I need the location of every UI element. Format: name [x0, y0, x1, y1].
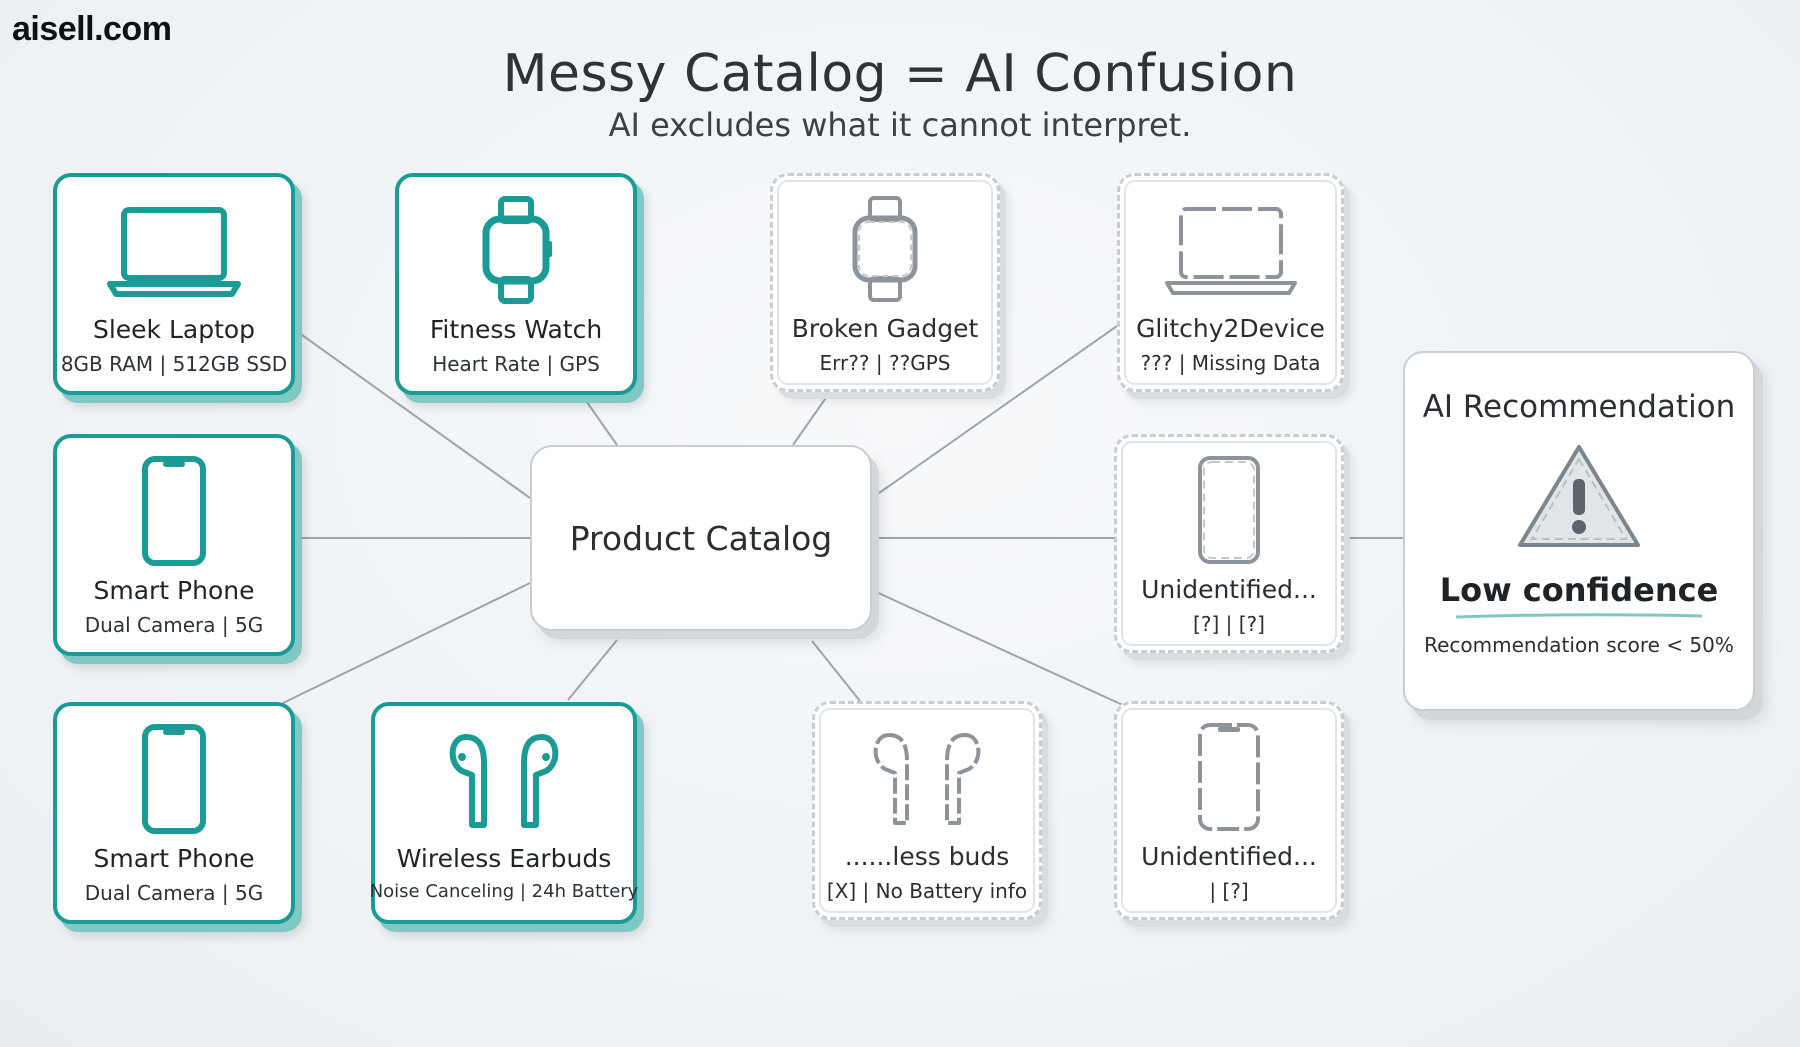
connector-line: [792, 391, 831, 446]
product-name: Unidentified...: [1141, 842, 1317, 871]
laptop-icon: [1161, 194, 1301, 304]
product-name: ......less buds: [844, 842, 1010, 871]
recommendation-score: Recommendation score < 50%: [1424, 633, 1734, 657]
product-specs: Dual Camera | 5G: [84, 613, 264, 637]
glitched-product-card[interactable]: ......less buds [X] | No Battery info: [812, 701, 1042, 920]
product-specs: Noise Canceling | 24h Battery: [369, 881, 639, 902]
product-name: Wireless Earbuds: [396, 844, 612, 873]
product-name: Smart Phone: [93, 576, 255, 605]
connector-line: [282, 582, 531, 704]
glitched-product-card[interactable]: Unidentified... | [?]: [1114, 701, 1344, 920]
product-specs: [X] | No Battery info: [826, 879, 1028, 903]
phone-icon: [139, 456, 209, 566]
page-title: Messy Catalog = AI Confusion: [502, 44, 1298, 104]
product-card[interactable]: Fitness Watch Heart Rate | GPS: [395, 173, 637, 395]
confidence-underline: [1455, 613, 1703, 619]
product-specs: | [?]: [1209, 879, 1249, 903]
product-specs: Dual Camera | 5G: [84, 881, 264, 905]
phone-icon: [1194, 722, 1264, 832]
product-name: Glitchy2Device: [1136, 314, 1325, 343]
recommendation-title: AI Recommendation: [1422, 389, 1736, 425]
product-name: Fitness Watch: [429, 315, 603, 344]
connector-line: [581, 394, 618, 446]
product-catalog-node[interactable]: Product Catalog: [530, 445, 872, 631]
product-specs: 8GB RAM | 512GB SSD: [60, 352, 288, 376]
connector-line: [567, 639, 618, 701]
connector-line: [871, 589, 1126, 707]
connector-line: [294, 329, 531, 499]
phone-icon: [139, 724, 209, 834]
product-card[interactable]: Smart Phone Dual Camera | 5G: [53, 702, 295, 924]
page-subtitle: AI excludes what it cannot interpret.: [608, 106, 1192, 144]
product-name: Broken Gadget: [791, 314, 979, 343]
warning-icon: [1514, 441, 1644, 551]
brand-logo: aisell.com: [12, 10, 172, 48]
product-card[interactable]: Smart Phone Dual Camera | 5G: [53, 434, 295, 656]
product-name: Unidentified...: [1141, 575, 1317, 604]
glitched-product-card[interactable]: Glitchy2Device ??? | Missing Data: [1117, 173, 1344, 392]
product-name: Sleek Laptop: [92, 315, 256, 344]
product-card[interactable]: Wireless Earbuds Noise Canceling | 24h B…: [369, 702, 639, 924]
product-specs: [?] | [?]: [1193, 612, 1265, 636]
ai-recommendation-panel: AI Recommendation Low confidence Recomme…: [1403, 351, 1755, 711]
watch-icon: [845, 194, 925, 304]
product-card[interactable]: Sleek Laptop 8GB RAM | 512GB SSD: [53, 173, 295, 395]
earbuds-icon: [867, 722, 987, 832]
product-name: Smart Phone: [93, 844, 255, 873]
product-specs: ??? | Missing Data: [1140, 351, 1321, 375]
confidence-label: Low confidence: [1439, 571, 1719, 609]
phone-icon: [1194, 455, 1264, 565]
product-specs: Heart Rate | GPS: [432, 352, 600, 376]
connector-line: [871, 325, 1118, 499]
connector-line: [811, 640, 861, 702]
product-specs: Err?? | ??GPS: [819, 351, 951, 375]
glitched-product-card[interactable]: Broken Gadget Err?? | ??GPS: [770, 173, 1000, 392]
earbuds-icon: [444, 724, 564, 834]
watch-icon: [476, 195, 556, 305]
glitched-product-card[interactable]: Unidentified... [?] | [?]: [1114, 434, 1344, 653]
laptop-icon: [104, 195, 244, 305]
